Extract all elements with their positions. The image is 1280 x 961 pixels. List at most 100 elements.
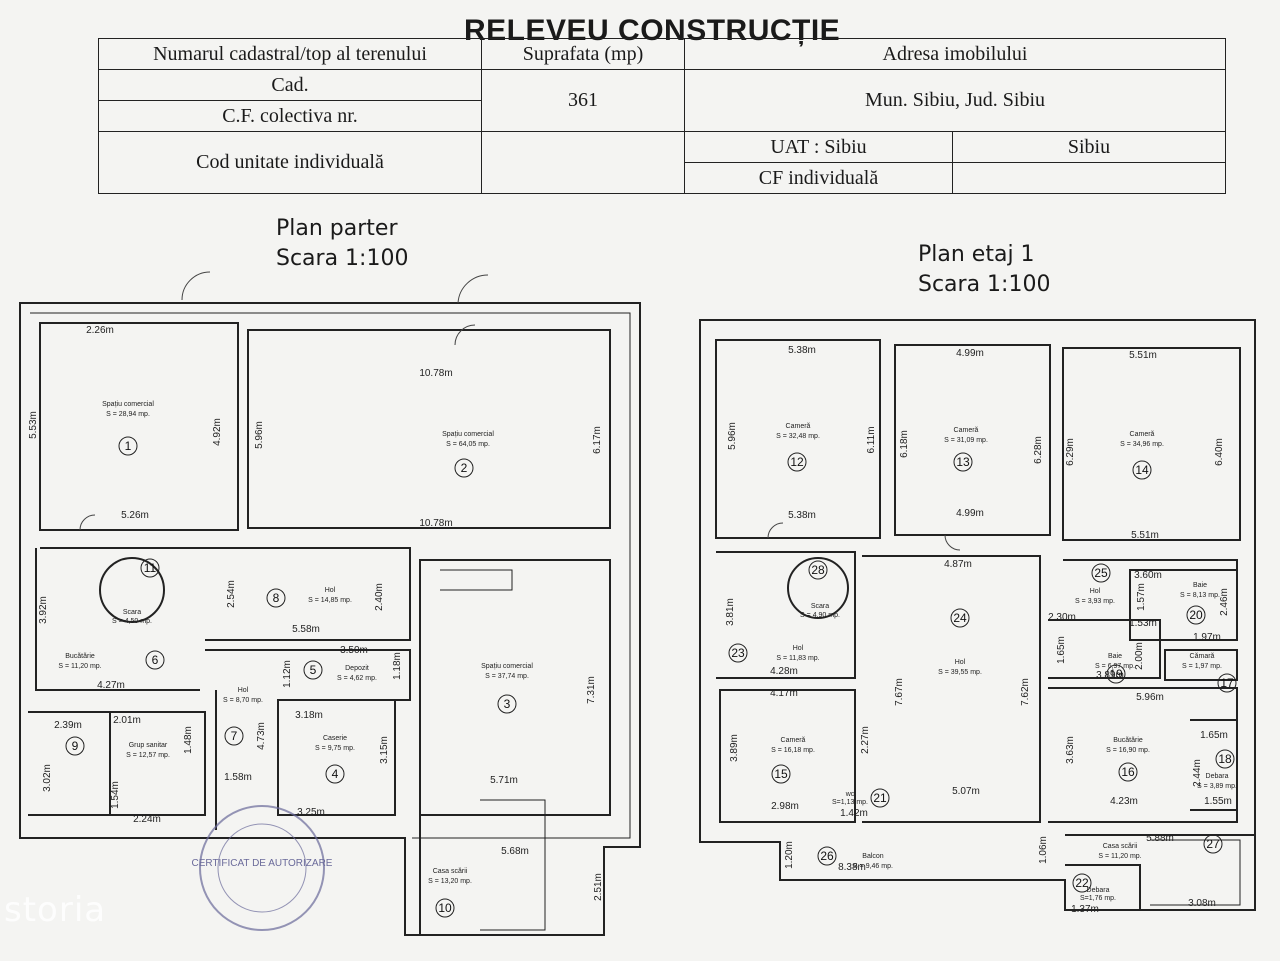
room-14-area: S = 34,96 mp. (1120, 441, 1164, 448)
room-number-circle (1132, 460, 1152, 480)
dimension-label: 1.12m (282, 660, 293, 688)
room-1-number: 1 (125, 439, 132, 453)
room-12-name: Cameră (786, 423, 811, 430)
dimension-label: 5.51m (1129, 350, 1157, 361)
dimension-label: 5.68m (501, 846, 529, 857)
room-24-name: Hol (955, 659, 966, 666)
room-20-number: 20 (1189, 608, 1203, 622)
dimension-label: 4.27m (97, 680, 125, 691)
room-number-circle (1091, 563, 1111, 583)
dimension-label: 5.71m (490, 775, 518, 786)
room-number-circle (65, 736, 85, 756)
room-19-number: 19 (1109, 667, 1123, 681)
grup-sanitar-area: S = 12,57 mp. (126, 752, 170, 759)
dimension-label: 5.88m (1146, 833, 1174, 844)
room-12-number: 12 (790, 455, 804, 469)
dimension-label: 1.48m (183, 726, 194, 754)
room-number-circle (1072, 873, 1092, 893)
dimension-label: 4.28m (770, 666, 798, 677)
room-number-circle (870, 788, 890, 808)
first-floor-scale: Scara 1:100 (918, 272, 1051, 297)
room-number-circle (787, 452, 807, 472)
dimension-label: 3.89m (1096, 670, 1124, 681)
room-3-number: 3 (504, 697, 511, 711)
room-10-area: S = 13,20 mp. (428, 878, 472, 885)
room-20-name: Baie (1193, 582, 1207, 589)
room-22-name: Debara (1087, 887, 1110, 894)
dimension-label: 1.37m (1071, 904, 1099, 915)
room-number-circle (1106, 664, 1126, 684)
dimension-label: 4.99m (956, 348, 984, 359)
dimension-label: 6.29m (1065, 438, 1076, 466)
dimension-label: 3.60m (1134, 570, 1162, 581)
uat-value: Sibiu (952, 131, 1226, 163)
room-9-number: 9 (72, 739, 79, 753)
dimension-label: 2.01m (113, 715, 141, 726)
room-number-circle (454, 458, 474, 478)
dimension-label: 3.18m (295, 710, 323, 721)
authorization-stamp: CERTIFICAT DE AUTORIZARE (192, 805, 333, 931)
dimension-label: 6.18m (899, 430, 910, 458)
room-25-number: 25 (1094, 566, 1108, 580)
ground-floor-rooms: Spațiu comercial S = 28,94 mp. 1 Spațiu … (58, 401, 533, 915)
cf-individuala-value (952, 162, 1226, 194)
room-21-area: S=1,13 mp. (832, 799, 868, 806)
dimension-label: 5.07m (952, 786, 980, 797)
room-26-number: 26 (820, 849, 834, 863)
dimension-label: 2.27m (860, 726, 871, 754)
room-17-area: S = 1,97 mp. (1182, 663, 1222, 670)
dimension-label: 4.23m (1110, 796, 1138, 807)
room-18-number: 18 (1218, 752, 1232, 766)
empty-cell (481, 131, 685, 194)
ground-floor-outline (19, 302, 641, 936)
dimension-label: 4.87m (944, 559, 972, 570)
room-23-area: S = 11,83 mp. (776, 655, 819, 662)
dimension-label: 3.81m (725, 598, 736, 626)
dimension-label: 2.51m (593, 873, 604, 901)
room-1-name: Spațiu comercial (102, 401, 154, 408)
dimension-label: 2.46m (1219, 588, 1230, 616)
room-10-number: 10 (438, 901, 452, 915)
dimension-label: 1.55m (1204, 796, 1232, 807)
room-27-area: S = 11,20 mp. (1098, 853, 1141, 860)
dimension-label: 3.15m (379, 736, 390, 764)
room-17-number: 17 (1220, 676, 1234, 690)
room-4-area: S = 9,75 mp. (315, 745, 355, 752)
room-23-name: Hol (793, 645, 804, 652)
room-10-name: Casa scării (433, 868, 468, 875)
uat-label: UAT : Sibiu (684, 131, 953, 163)
ground-floor-scale: Scara 1:100 (276, 246, 409, 271)
room-4-number: 4 (332, 767, 339, 781)
room-15-area: S = 16,18 mp. (771, 747, 815, 754)
dimension-label: 6.17m (592, 426, 603, 454)
cf-individuala-label: CF individuală (684, 162, 953, 194)
stamp-text: CERTIFICAT DE AUTORIZARE (192, 858, 333, 869)
dimension-label: 4.92m (212, 418, 223, 446)
dimension-label: 1.06m (1038, 836, 1049, 864)
room-19-area: S = 6,97 mp. (1095, 663, 1135, 670)
room-16-name: Bucătărie (1113, 737, 1143, 744)
room-number-circle (728, 643, 748, 663)
dimension-label: 5.26m (121, 510, 149, 521)
room-2-number: 2 (461, 461, 468, 475)
room-number-circle (303, 660, 323, 680)
room-number-circle (145, 650, 165, 670)
dimension-label: 5.96m (254, 421, 265, 449)
room-number-circle (435, 898, 455, 918)
room-18-area: S = 3,89 mp. (1197, 783, 1237, 790)
room-3-area: S = 37,74 mp. (485, 673, 529, 680)
room-14-name: Cameră (1130, 431, 1155, 438)
first-floor-name: Plan etaj 1 (918, 242, 1035, 267)
cod-unitate-label: Cod unitate individuală (98, 131, 482, 194)
dimension-label: 4.73m (256, 722, 267, 750)
room-number-circle (140, 558, 160, 578)
room-2-name: Spațiu comercial (442, 431, 494, 438)
dimension-label: 5.58m (292, 624, 320, 635)
room-number-circle (1186, 605, 1206, 625)
dimension-label: 2.44m (1192, 759, 1203, 787)
room-28-area: S = 4,90 mp. (800, 612, 840, 619)
dimension-label: 3.25m (297, 807, 325, 818)
cf-colectiva-label: C.F. colectiva nr. (98, 100, 482, 132)
room-16-area: S = 16,90 mp. (1106, 747, 1150, 754)
room-18-name: Debara (1206, 773, 1229, 780)
